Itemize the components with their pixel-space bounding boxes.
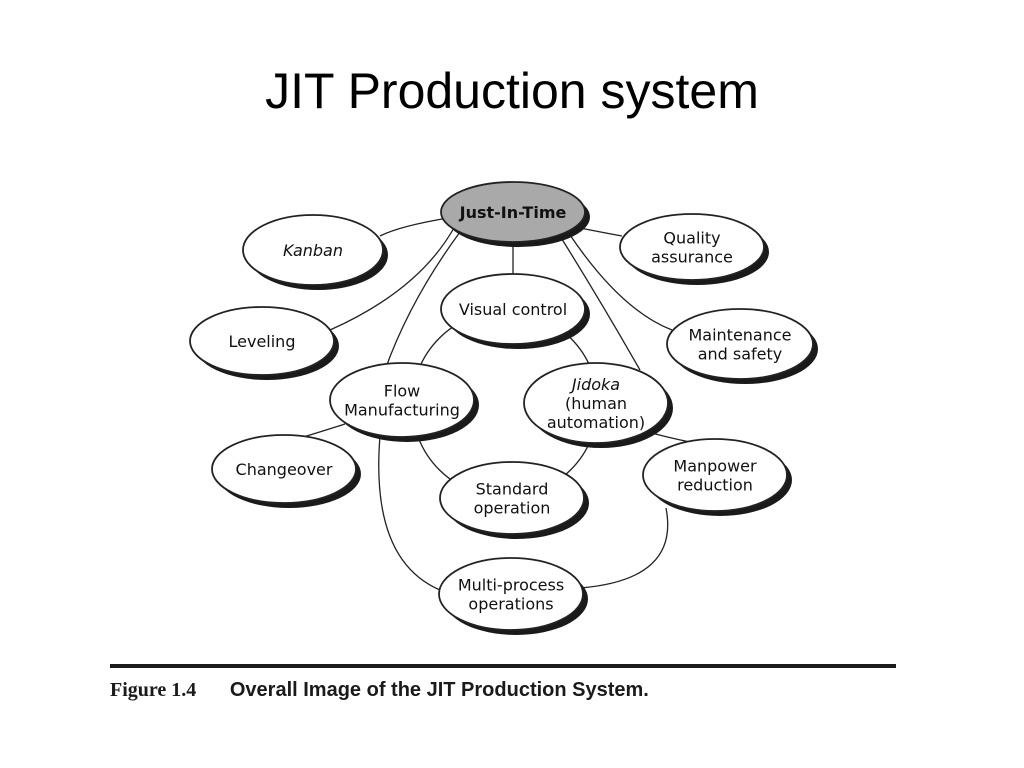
node-label-line: assurance bbox=[651, 248, 733, 267]
node-ellipse bbox=[642, 438, 788, 512]
figure-label: Figure 1.4 bbox=[110, 679, 197, 701]
node-label-line: operation bbox=[474, 499, 551, 518]
caption-rule bbox=[110, 664, 896, 668]
node-label-line: automation) bbox=[547, 413, 645, 432]
connector-flow-multi bbox=[378, 435, 441, 591]
node-label-line: Leveling bbox=[229, 332, 296, 351]
connector-jit-leveling bbox=[329, 225, 456, 331]
connector-jit-jidoka bbox=[559, 235, 641, 371]
figure-caption: Figure 1.4 Overall Image of the JIT Prod… bbox=[110, 679, 649, 702]
node-label-line: reduction bbox=[677, 476, 753, 495]
node-ellipse bbox=[523, 362, 669, 444]
connector-jit-kanban bbox=[379, 217, 449, 237]
node-ellipse bbox=[438, 557, 584, 631]
connector-multi-manpower bbox=[579, 507, 669, 589]
node-jit: Just-In-Time bbox=[440, 181, 590, 247]
node-label-line: Kanban bbox=[283, 241, 343, 260]
node-label-line: Manufacturing bbox=[344, 401, 460, 420]
node-label-line: Just-In-Time bbox=[459, 203, 567, 222]
node-ellipse bbox=[242, 214, 384, 286]
node-label-line: Visual control bbox=[459, 300, 567, 319]
node-kanban: Kanban bbox=[242, 214, 388, 290]
node-label-line: and safety bbox=[698, 345, 783, 364]
node-ellipse bbox=[440, 181, 586, 243]
node-label-line: Standard bbox=[476, 480, 549, 499]
figure-caption-text: Overall Image of the JIT Production Syst… bbox=[229, 679, 649, 701]
slide-title: JIT Production system bbox=[265, 63, 759, 119]
node-label-line: operations bbox=[468, 595, 553, 614]
node-ellipse bbox=[439, 461, 585, 535]
node-changeover: Changeover bbox=[211, 434, 361, 508]
node-label-line: Changeover bbox=[236, 460, 333, 479]
node-leveling: Leveling bbox=[189, 306, 339, 380]
node-label-line: (human bbox=[565, 394, 627, 413]
node-ellipse bbox=[329, 362, 475, 438]
connector-jit-flow bbox=[384, 231, 461, 371]
node-label-line: Manpower bbox=[673, 457, 757, 476]
node-ellipse bbox=[666, 308, 814, 380]
node-label-line: Maintenance bbox=[688, 326, 791, 345]
node-ellipse bbox=[619, 213, 765, 281]
node-ellipse bbox=[189, 306, 335, 376]
node-visual: Visual control bbox=[440, 273, 590, 349]
node-label-line: Quality bbox=[663, 229, 720, 248]
connector-jit-maintenance bbox=[567, 231, 673, 331]
node-ellipse bbox=[211, 434, 357, 504]
node-ellipse bbox=[440, 273, 586, 345]
node-label-line: Jidoka bbox=[569, 375, 620, 394]
node-label-line: Flow bbox=[384, 382, 421, 401]
node-label-line: Multi-process bbox=[458, 576, 564, 595]
